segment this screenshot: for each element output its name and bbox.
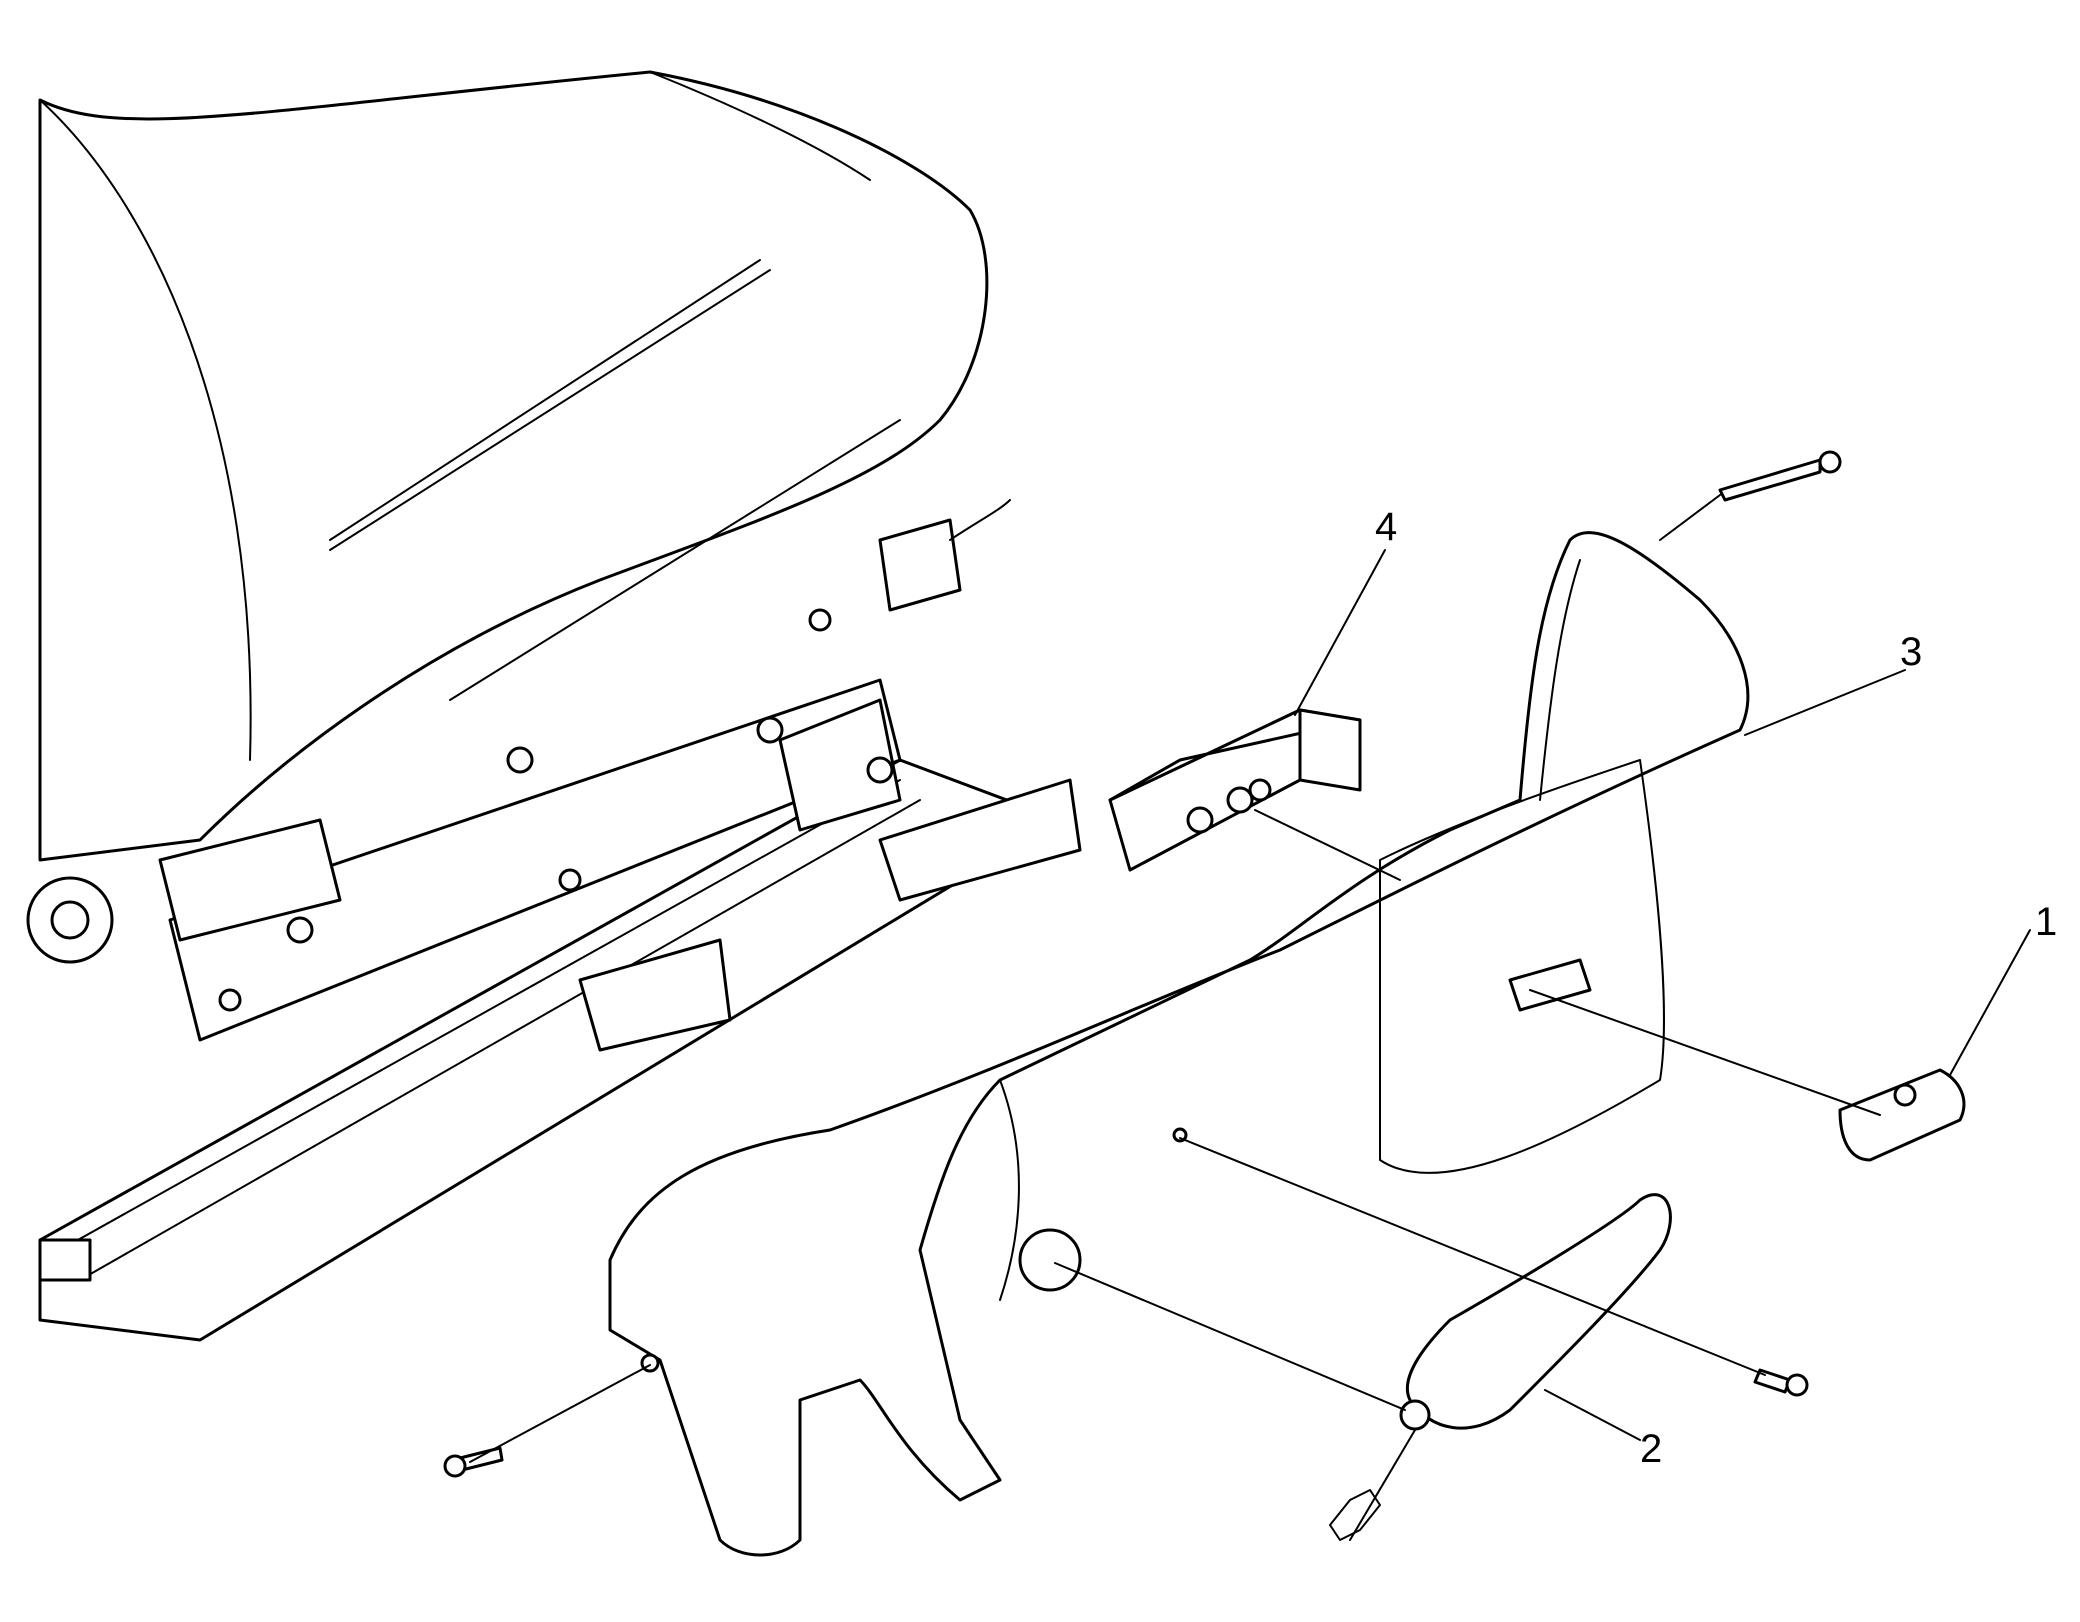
power-seat-switch — [1108, 708, 1362, 872]
recliner-handle — [1329, 1193, 1672, 1541]
screws — [443, 450, 1842, 1478]
seat-frame-track — [26, 499, 1082, 1342]
callout-1: 1 — [2035, 900, 2057, 944]
callout-leaders — [1294, 549, 2031, 1441]
callout-3: 3 — [1900, 630, 1922, 674]
seat-cushion — [38, 70, 989, 862]
callout-4: 4 — [1375, 505, 1397, 549]
seat-side-trim-panel — [608, 531, 1750, 1557]
assembly-lines — [469, 494, 1881, 1463]
callout-2: 2 — [1640, 1427, 1662, 1471]
lumbar-knob — [1838, 1068, 1966, 1162]
